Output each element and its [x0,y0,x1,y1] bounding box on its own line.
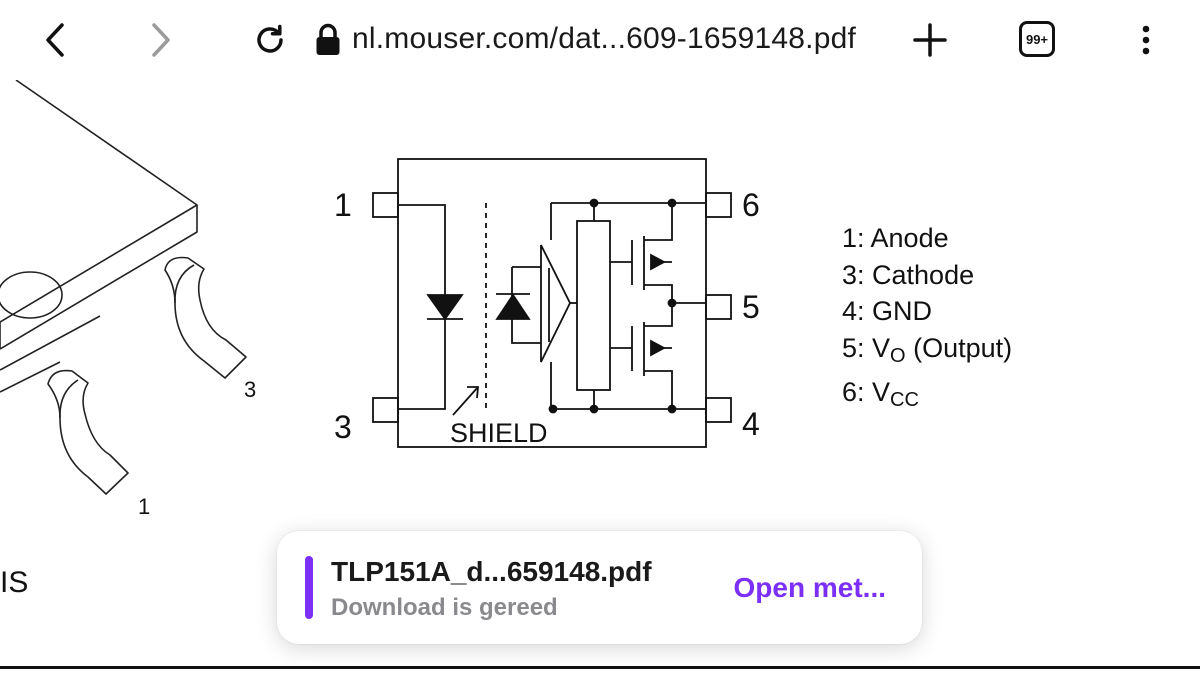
legend-item: 6: VCC [842,377,919,411]
site-security-button[interactable] [310,12,346,68]
download-toast: TLP151A_d...659148.pdf Download is geree… [277,531,922,644]
plus-icon [913,23,947,57]
pdf-viewer: 3 1 [0,80,1200,666]
new-tab-button[interactable] [906,12,954,68]
forward-button[interactable] [136,12,186,68]
pin-label-6: 6 [742,187,760,223]
chevron-left-icon [46,23,64,57]
legend-item: 3: Cathode [842,259,975,290]
pin-legend: 1: Anode 3: Cathode 4: GND 5: VO (Output… [842,220,1012,419]
tab-switcher-button[interactable]: 99+ [1019,21,1055,57]
pin-label-5: 5 [742,289,760,325]
pin-label-4: 4 [742,406,760,442]
reload-button[interactable] [246,12,294,68]
browser-toolbar: nl.mouser.com/dat...609-1659148.pdf 99+ [0,0,1200,80]
package-drawing: 3 1 [0,80,256,519]
package-pin-label: 3 [244,377,256,402]
legend-item: 5: VO (Output) [842,332,1013,367]
legend-item: 1: Anode [842,223,949,253]
chevron-right-icon [152,23,170,57]
bottom-divider [0,666,1200,669]
package-pin-label: 1 [138,494,150,519]
address-bar[interactable]: nl.mouser.com/dat...609-1659148.pdf [352,22,856,55]
menu-button[interactable] [1126,12,1166,68]
download-status: Download is gereed [331,594,558,621]
circuit-schematic: 1 3 6 5 4 SHIELD [334,158,760,448]
back-button[interactable] [30,12,80,68]
reload-icon [257,24,283,53]
toast-accent-bar [305,556,313,619]
legend-item: 4: GND [842,296,933,326]
pin-label-3: 3 [334,409,352,445]
section-heading-fragment: IS [0,566,29,599]
open-with-button[interactable]: Open met... [733,572,886,603]
shield-label: SHIELD [450,418,548,448]
more-vertical-icon [1142,25,1150,55]
pin-label-1: 1 [334,187,352,223]
download-filename: TLP151A_d...659148.pdf [331,556,652,587]
lock-icon [316,23,340,55]
